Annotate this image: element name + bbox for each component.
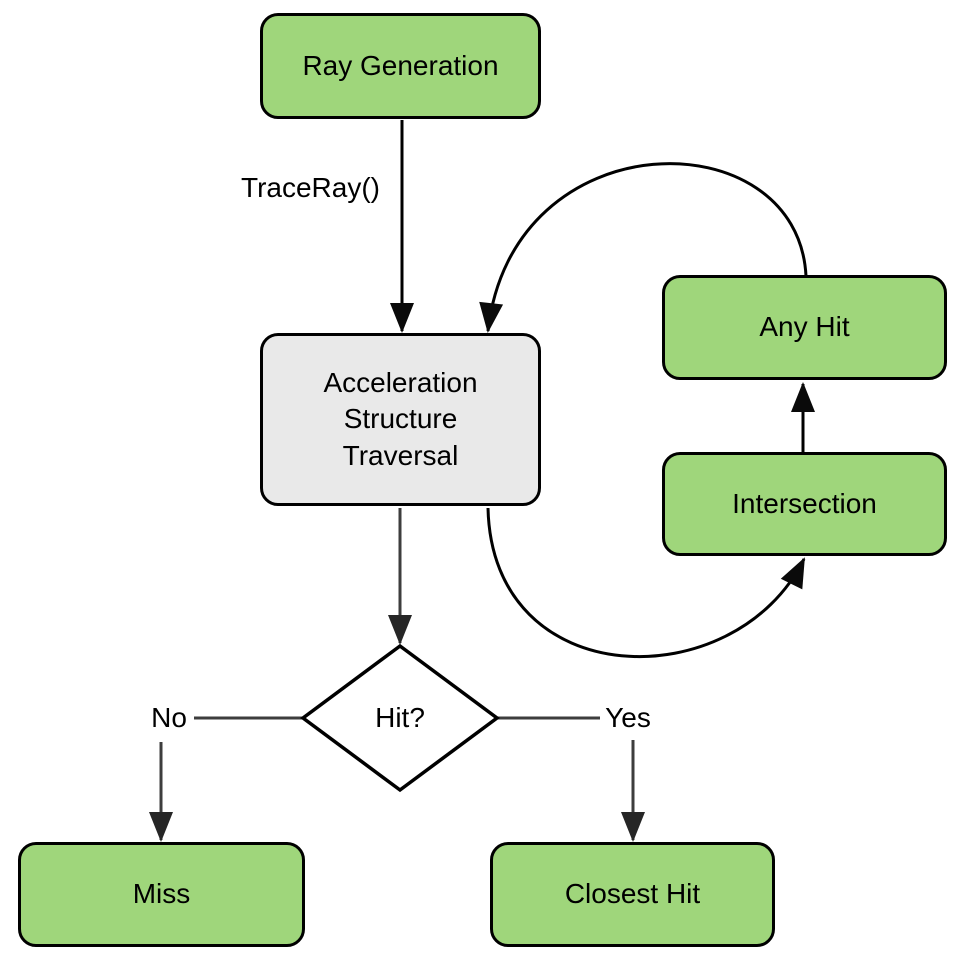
node-any-hit: Any Hit — [662, 275, 947, 380]
edge-acceleration-to-intersection — [486, 507, 806, 658]
node-closest-hit: Closest Hit — [490, 842, 775, 947]
node-hit-decision-label: Hit? — [375, 702, 425, 733]
edge-label-no: No — [151, 702, 187, 733]
node-intersection: Intersection — [662, 452, 947, 556]
node-hit-decision-shape — [300, 643, 500, 793]
edge-label-yes: Yes — [605, 702, 651, 733]
edge-label-trace-ray: TraceRay() — [241, 172, 380, 203]
node-acceleration-structure-traversal: Acceleration Structure Traversal — [260, 333, 541, 506]
edge-any-hit-to-acceleration — [479, 162, 808, 333]
node-miss: Miss — [18, 842, 305, 947]
node-ray-generation: Ray Generation — [260, 13, 541, 119]
